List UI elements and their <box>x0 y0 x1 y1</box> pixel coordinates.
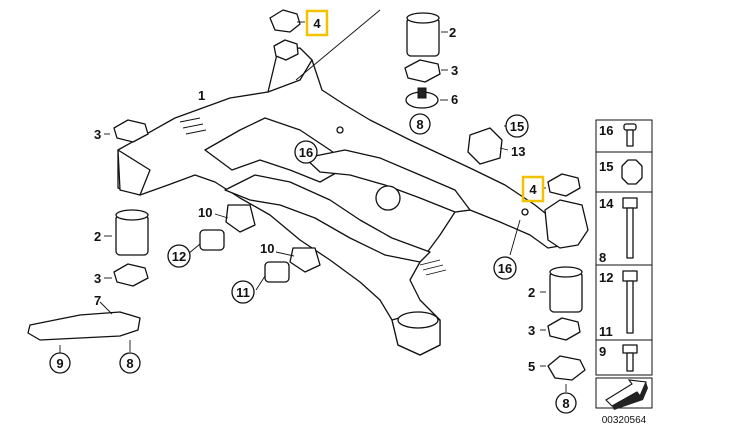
callout-3-top-right[interactable]: 3 <box>451 63 458 78</box>
callout-10-mid[interactable]: 10 <box>260 241 274 256</box>
callout-6[interactable]: 6 <box>451 92 458 107</box>
bolt-12-icon <box>622 270 638 282</box>
bracket-7 <box>27 311 141 341</box>
callout-15-circle <box>505 114 529 138</box>
panel-label-9[interactable]: 9 <box>599 344 606 359</box>
bolt-14-icon <box>622 197 638 209</box>
callout-3-left[interactable]: 3 <box>94 127 101 142</box>
callout-8-left[interactable]: 8 <box>126 356 133 371</box>
callout-9-circle <box>49 352 71 374</box>
callout-3-left-low[interactable]: 3 <box>94 271 101 286</box>
callout-12-circle <box>167 244 191 268</box>
washer-3-top-right <box>404 59 441 83</box>
highlight-box-4-right <box>521 175 545 203</box>
panel-label-11[interactable]: 11 <box>599 324 613 339</box>
highlight-box-4-top <box>305 9 329 37</box>
bush-15-13 <box>467 127 503 165</box>
panel-label-16[interactable]: 16 <box>599 123 613 138</box>
fastener-panel: 16 15 14 8 12 11 9 00320564 <box>595 119 653 426</box>
bush-2-right <box>549 271 583 313</box>
callout-8-top[interactable]: 8 <box>416 117 423 132</box>
washer-3-right <box>547 317 581 341</box>
bush-11 <box>264 261 290 283</box>
bush-2-left <box>115 214 149 256</box>
left-mount-stack <box>27 119 149 353</box>
callout-10-left[interactable]: 10 <box>198 205 212 220</box>
washer-4-top <box>269 9 301 33</box>
rivet-16-icon <box>623 123 637 131</box>
callout-4-right[interactable]: 4 <box>529 182 537 197</box>
callout-2-left[interactable]: 2 <box>94 229 101 244</box>
callout-8-right[interactable]: 8 <box>562 396 569 411</box>
callout-16-right-circle <box>493 256 517 280</box>
washer-3-left <box>113 119 149 143</box>
callout-2-right[interactable]: 2 <box>528 285 535 300</box>
callout-16-right[interactable]: 16 <box>498 261 512 276</box>
panel-label-14[interactable]: 14 <box>599 196 614 211</box>
callout-3-right[interactable]: 3 <box>528 323 535 338</box>
bolt-9-icon <box>622 344 638 354</box>
panel-label-15[interactable]: 15 <box>599 159 613 174</box>
callout-8-left-circle <box>119 352 141 374</box>
panel-label-12[interactable]: 12 <box>599 270 613 285</box>
washer-2-mid <box>273 39 299 61</box>
callout-8-right-circle <box>555 392 577 414</box>
callout-12[interactable]: 12 <box>172 249 186 264</box>
washer-3-left-low <box>113 263 149 287</box>
callout-7[interactable]: 7 <box>94 293 101 308</box>
callout-9[interactable]: 9 <box>56 356 63 371</box>
bush-2-top-right <box>406 17 440 57</box>
bush-12 <box>199 229 225 251</box>
rear-subframe <box>117 47 589 356</box>
callout-4-top[interactable]: 4 <box>313 16 321 31</box>
callout-1[interactable]: 1 <box>198 88 205 103</box>
callout-11[interactable]: 11 <box>236 285 250 300</box>
plate-5 <box>547 355 586 381</box>
callout-15[interactable]: 15 <box>510 119 524 134</box>
right-mount-stack <box>467 125 586 392</box>
washer-4-right <box>547 173 581 197</box>
callouts: 4 2 3 6 8 1 3 15 13 16 4 10 12 2 10 11 1… <box>49 9 577 414</box>
callout-16-mid-circle <box>294 140 318 164</box>
callout-11-circle <box>231 280 255 304</box>
panel-label-8[interactable]: 8 <box>599 250 606 265</box>
callout-5[interactable]: 5 <box>528 359 535 374</box>
nut-15-icon <box>621 159 643 185</box>
callout-8-top-circle <box>409 113 431 135</box>
callout-16-mid[interactable]: 16 <box>299 145 313 160</box>
upper-mount-stack <box>269 9 448 109</box>
diagram-number: 00320564 <box>602 415 647 426</box>
callout-13[interactable]: 13 <box>511 144 525 159</box>
callout-2-top-right[interactable]: 2 <box>449 25 456 40</box>
